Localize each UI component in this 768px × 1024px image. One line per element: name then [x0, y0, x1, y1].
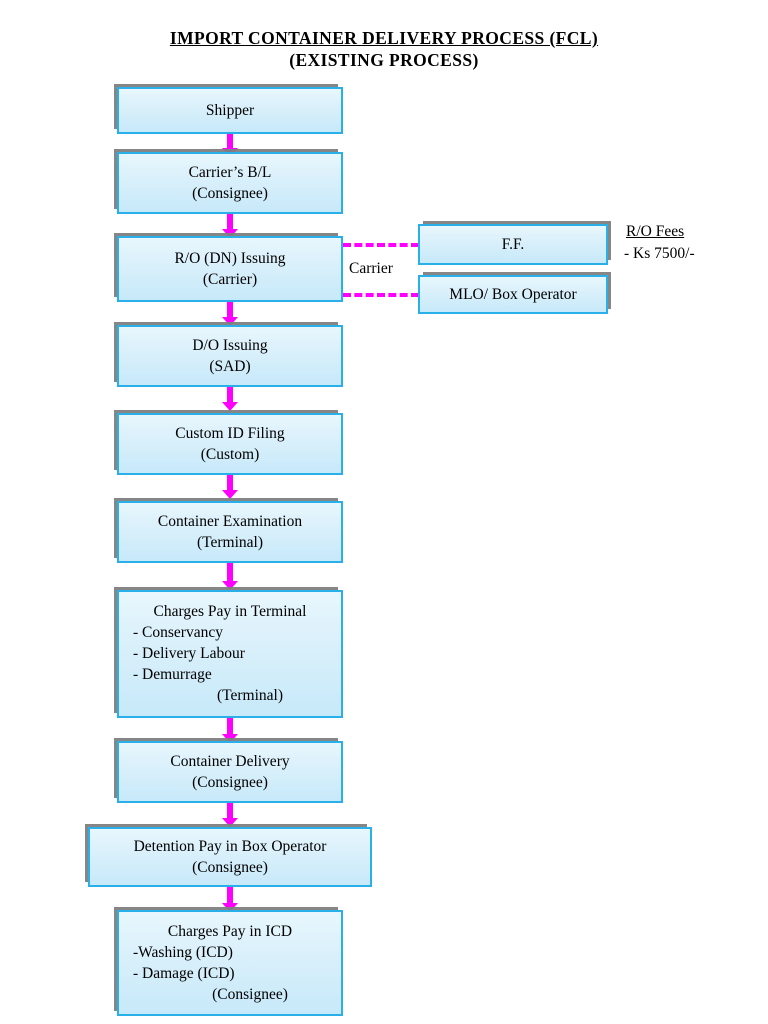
flow-node-mlo-box-operator[interactable]: MLO/ Box Operator	[418, 275, 608, 314]
note-fees-title: R/O Fees	[626, 223, 685, 240]
node-line-1: R/O (DN) Issuing	[174, 250, 286, 267]
arrow-charges-terminal-to-container-delivery	[222, 718, 238, 743]
title-line-2: (EXISTING PROCESS)	[289, 50, 479, 70]
node-line-1: Detention Pay in Box Operator	[133, 838, 327, 855]
flow-node-detention-pay[interactable]: Detention Pay in Box Operator (Consignee…	[88, 827, 372, 887]
page-title: IMPORT CONTAINER DELIVERY PROCESS (FCL) …	[0, 28, 768, 71]
node-line-1: Shipper	[205, 102, 255, 119]
node-header: Charges Pay in Terminal	[153, 603, 307, 620]
node-item-conservancy: - Conservancy	[133, 624, 223, 641]
arrow-detention-pay-to-charges-icd	[222, 887, 238, 912]
dashed-connector-to-mlo	[343, 293, 419, 297]
flow-node-carrier-bl[interactable]: Carrier’s B/L (Consignee)	[117, 152, 343, 214]
node-item-delivery-labour: - Delivery Labour	[133, 645, 245, 662]
flow-node-container-examination[interactable]: Container Examination (Terminal)	[117, 501, 343, 563]
arrow-carrier-bl-to-ro-dn	[222, 214, 238, 238]
node-item-damage: - Damage (ICD)	[133, 965, 235, 982]
node-footer: (Consignee)	[212, 986, 288, 1003]
node-label: MLO/ Box Operator	[449, 286, 577, 303]
node-line-2: (Consignee)	[192, 185, 268, 202]
node-line-2: (Carrier)	[202, 271, 258, 288]
node-label: F.F.	[501, 236, 525, 253]
node-line-2: (Consignee)	[192, 774, 268, 791]
node-line-2: (Terminal)	[196, 534, 264, 551]
arrow-ro-dn-to-do-issuing	[222, 302, 238, 326]
node-footer: (Terminal)	[216, 687, 284, 704]
arrow-custom-id-to-container-exam	[222, 475, 238, 499]
dashed-connector-to-ff	[343, 243, 419, 247]
flow-node-custom-id-filing[interactable]: Custom ID Filing (Custom)	[117, 413, 343, 475]
node-line-2: (Custom)	[200, 446, 260, 463]
node-item-washing: -Washing (ICD)	[133, 944, 233, 961]
arrow-container-exam-to-charges-terminal	[222, 563, 238, 590]
note-fees-value: - Ks 7500/-	[624, 245, 695, 262]
branch-label-carrier: Carrier	[349, 260, 393, 277]
arrow-do-issuing-to-custom-id	[222, 387, 238, 411]
node-header: Charges Pay in ICD	[167, 923, 293, 940]
node-line-1: D/O Issuing	[192, 337, 268, 354]
flow-node-shipper[interactable]: Shipper	[117, 87, 343, 134]
node-line-2: (Consignee)	[192, 859, 268, 876]
node-line-1: Container Examination	[157, 513, 303, 530]
title-line-1: IMPORT CONTAINER DELIVERY PROCESS (FCL)	[169, 28, 599, 48]
node-line-1: Carrier’s B/L	[188, 164, 272, 181]
node-line-2: (SAD)	[209, 358, 251, 375]
arrow-container-delivery-to-detention-pay	[222, 803, 238, 827]
node-line-1: Custom ID Filing	[175, 425, 285, 442]
flow-node-charges-pay-terminal[interactable]: Charges Pay in Terminal - Conservancy - …	[117, 590, 343, 718]
flow-node-ro-dn-issuing[interactable]: R/O (DN) Issuing (Carrier)	[117, 236, 343, 302]
node-line-1: Container Delivery	[170, 753, 290, 770]
flow-node-ff[interactable]: F.F.	[418, 224, 608, 265]
node-item-demurrage: - Demurrage	[133, 666, 212, 683]
flow-node-container-delivery[interactable]: Container Delivery (Consignee)	[117, 741, 343, 803]
flow-node-charges-pay-icd[interactable]: Charges Pay in ICD -Washing (ICD) - Dama…	[117, 910, 343, 1016]
flow-node-do-issuing[interactable]: D/O Issuing (SAD)	[117, 325, 343, 387]
